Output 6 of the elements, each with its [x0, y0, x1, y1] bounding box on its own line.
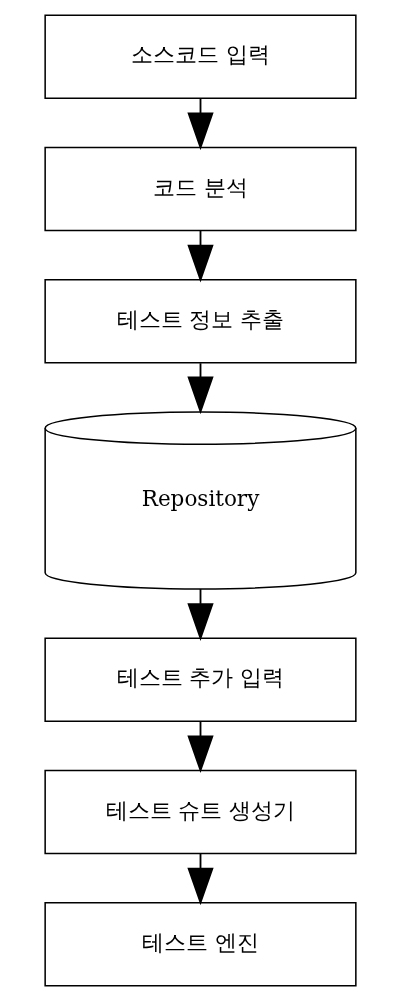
node-box: 코드 분석 — [44, 146, 357, 232]
node-box: 테스트 정보 추출 — [44, 279, 357, 364]
node-box: 테스트 추가 입력 — [44, 637, 357, 722]
node-box: 테스트 엔진 — [44, 901, 357, 987]
node-box: 소스코드 입력 — [44, 14, 357, 100]
node-box: 테스트 슈트 생성기 — [44, 769, 357, 855]
